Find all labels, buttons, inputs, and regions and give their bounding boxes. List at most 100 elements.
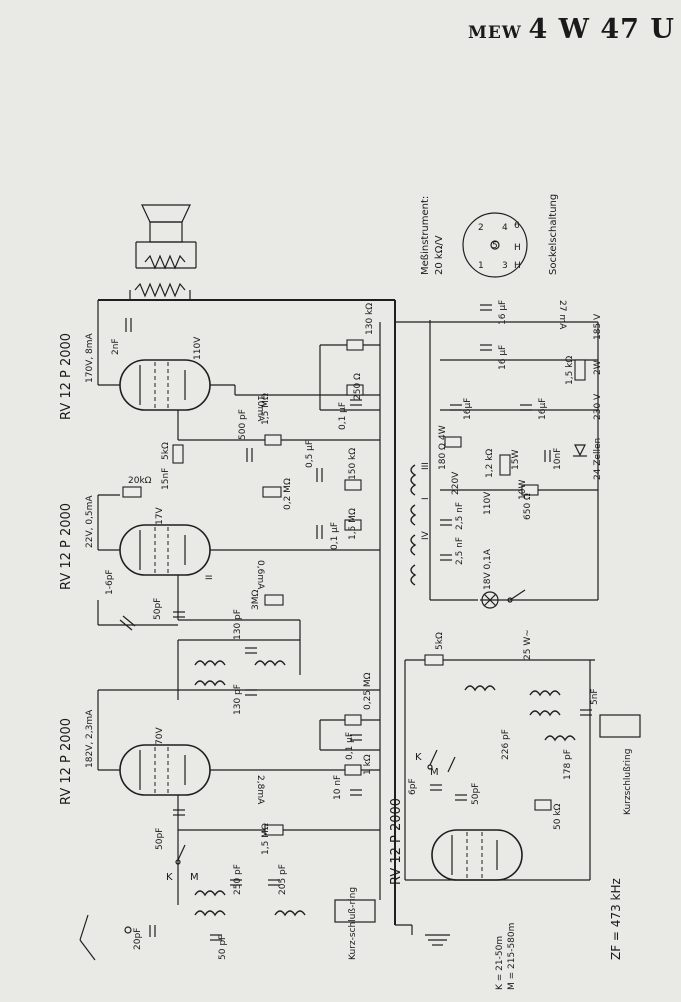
power-series-w: 2W (593, 360, 603, 375)
filter-cap-2: 130 pF (233, 684, 243, 715)
footer-short-ring: Kurzschlußring (623, 749, 633, 815)
stage1-screen-label: 70V (155, 727, 165, 745)
stage2-tube-label: RV 12 P 2000 (59, 503, 74, 590)
schematic-title: MEW 4 W 47 U (468, 14, 675, 45)
socket-pin-3: 3 (502, 261, 508, 271)
band-m: M = 215-580m (507, 923, 517, 990)
stage2-trim-cap: 1-6pF (105, 569, 115, 595)
transformer-cap-1: 2,5 nF (455, 502, 465, 530)
socket-pin-1: 1 (478, 261, 484, 271)
stage3-bias-res: 0,2 MΩ (283, 478, 293, 510)
transformer-cap-2: 2,5 nF (455, 537, 465, 565)
band-k: K = 21-50m (495, 936, 505, 990)
transformer-220: 220V (451, 471, 461, 495)
input-coupling-cap: 50pF (155, 828, 165, 850)
input-switch-k: K (166, 872, 173, 883)
stage3-screen-label: 110V (193, 336, 203, 360)
mixer-grid-cap: 50pF (471, 783, 481, 805)
stage3-anode-label: 170V, 8mA (85, 332, 95, 383)
stage1-cathode-cap: 10 nF (333, 775, 343, 800)
rectifier-cap: 10nF (553, 448, 563, 470)
stage1-anode-label: 182V, 2,3mA (85, 709, 95, 768)
transformer-650: 650 Ω (523, 493, 533, 520)
transformer-tap-ii: II (205, 575, 215, 580)
stage1-current-label: 2,8mA (255, 775, 265, 805)
stage3-tube-label: RV 12 P 2000 (59, 333, 74, 420)
stage3-decouple-res: 5kΩ (161, 442, 171, 460)
model-label: 4 W 47 U (528, 14, 675, 45)
resistors (122, 339, 586, 836)
socket-pin-4: 4 (502, 223, 508, 233)
stage3-current-label: 10mA (255, 395, 265, 422)
stage3-cathode-res: 130 kΩ (365, 303, 375, 335)
power-current: 27 mA (557, 300, 567, 330)
mixer-osc-cap-1: 226 pF (501, 729, 511, 760)
stage2-anode-res: 20kΩ (128, 476, 152, 486)
short-ring-icon (334, 714, 641, 923)
tube-mixer (431, 829, 523, 881)
transformer-4w: 4W (438, 425, 448, 440)
speaker-icon (135, 204, 197, 270)
stage3-decouple-cap: 15nF (161, 468, 171, 490)
tune-cap-1: 250 pF (233, 864, 243, 895)
mains-switch-icon (507, 589, 526, 603)
power-cap-4: 16μF (538, 398, 548, 420)
capacitors (119, 304, 592, 941)
stage2-screen-res: 1,5 MΩ (348, 508, 358, 540)
brand-label: MEW (468, 23, 522, 43)
output-transformer-icon (129, 282, 191, 300)
power-vout: 185 V (593, 313, 603, 340)
socket-diagram (462, 212, 528, 278)
stage3-bypass-cap: 0,5 μF (305, 440, 315, 468)
if-frequency: ZF = 473 kHz (609, 878, 623, 960)
tube-stage3 (119, 359, 211, 411)
stage2-grid-cap: 50pF (153, 598, 163, 620)
input-short-ring: Kurz-schluß-ring (348, 887, 358, 960)
mains-transformer (410, 464, 417, 586)
power-vin: 230 V (593, 393, 603, 420)
transformer-15w: 15W (511, 450, 521, 470)
stage1-cathode-res: 1 kΩ (363, 754, 373, 775)
stage1-tube-label: RV 12 P 2000 (59, 718, 74, 805)
transformer-180: 180 Ω (438, 443, 448, 470)
socket-pin-h2: H (514, 261, 521, 271)
pad-cap: 50 pF (218, 935, 228, 960)
transformer-tap-iv: IV (421, 530, 431, 540)
tune-cap-2: 205 pF (278, 864, 288, 895)
pilot-lamp-icon (481, 591, 499, 609)
socket-pin-5: 5 (492, 241, 498, 251)
mixer-coupling-cap: 6pF (408, 778, 418, 795)
stage3-grid-res: 1,5 MΩ (261, 393, 271, 425)
stage3-load-res: 150 kΩ (348, 448, 358, 480)
rectifier-icon (573, 444, 587, 457)
transformer-tap-i: I (421, 497, 431, 500)
transformer-110: 110V (483, 491, 493, 515)
stage1-grid-res: 1,5 MΩ (261, 823, 271, 855)
stage3-grid-cap: 500 pF (238, 409, 248, 440)
socket-pin-h1: H (514, 243, 521, 253)
stage2-screen-label: 17V (155, 507, 165, 525)
mixer-switch-k: K (415, 752, 422, 763)
stage3-bypass2: 250 Ω (353, 373, 363, 400)
ground-icon (411, 925, 450, 946)
power-cap-2: 16 μF (498, 345, 508, 370)
transformer-tap-iii: III (421, 462, 431, 470)
transformer-10w: 10W (518, 480, 528, 500)
stage1-screen-cap: 0,1 μF (345, 732, 355, 760)
mixer-feed-res: 5kΩ (435, 632, 445, 650)
mixer-grid-res: 50 kΩ (553, 803, 563, 830)
stage2-grid-res: 3MΩ (251, 590, 261, 610)
stage2-current-label: 0,6mA (255, 560, 265, 590)
stage2-screen-cap: 0,1 μF (330, 522, 340, 550)
mains-label: 25 W~ (523, 629, 533, 660)
mixer-out-cap: 5nF (590, 688, 600, 705)
meter-value: 20 kΩ/V (434, 235, 445, 275)
mixer-osc-cap-2: 178 pF (563, 749, 573, 780)
tube-stage1 (119, 744, 211, 796)
stage3-cathode-cap: 0,1 μF (338, 402, 348, 430)
antenna-icon (79, 914, 132, 961)
meter-label: Meßinstrument: (420, 196, 431, 275)
power-series-res: 1,5 kΩ (565, 356, 575, 385)
socket-label: Sockelschaltung (548, 194, 559, 275)
